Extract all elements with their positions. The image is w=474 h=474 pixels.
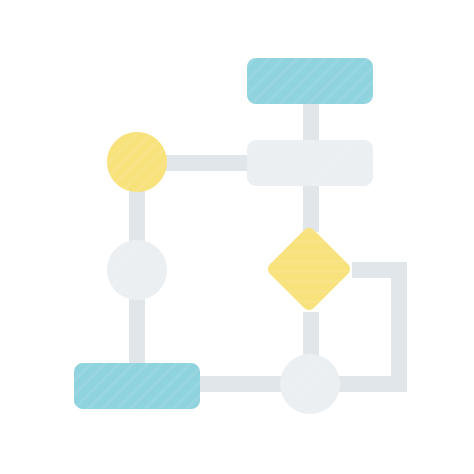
connector-top-vertical [303,100,319,146]
connector-bottom-horizontal [195,376,290,392]
connector-center-vertical [303,182,319,232]
start-node-circle [107,132,167,192]
connector-left-vertical-1 [129,185,145,245]
bottom-process-block [74,363,200,409]
connectors [129,100,407,392]
connector-right-vertical [391,262,407,392]
connector-node-circle [107,240,167,300]
connector-right-bottom [330,376,407,392]
connector-diamond-down [303,312,319,362]
top-process-block [247,58,373,104]
connector-circle-to-block [150,155,260,171]
decision-diamond [268,228,350,310]
middle-process-block [247,140,373,186]
end-node-circle [280,354,340,414]
connector-left-vertical-2 [129,295,145,367]
